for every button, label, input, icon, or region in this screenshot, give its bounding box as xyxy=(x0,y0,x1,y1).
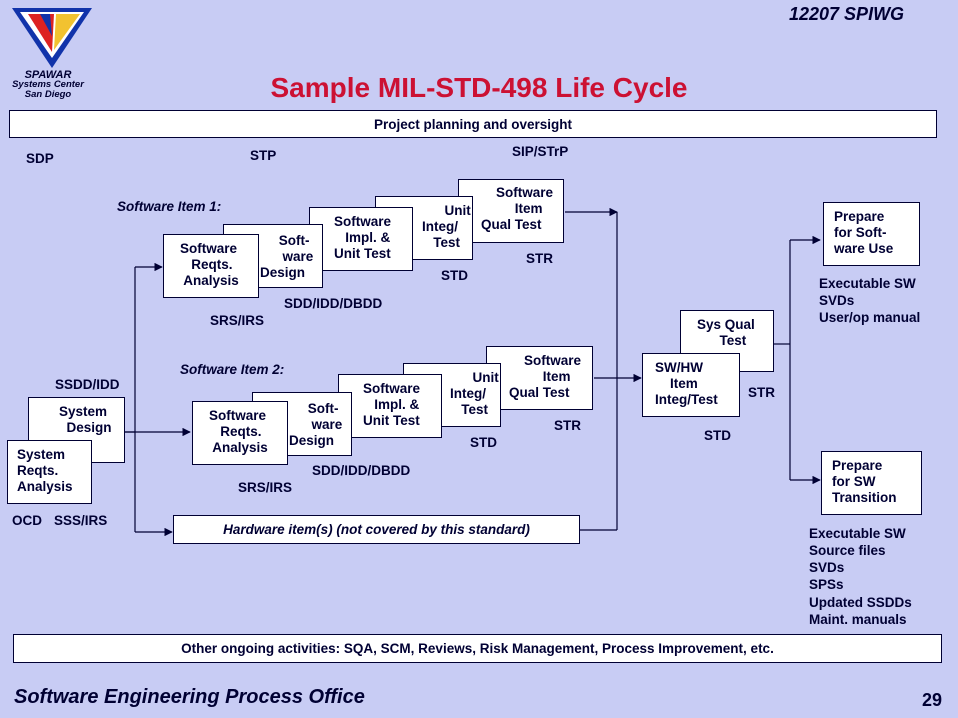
prepare-software-use-label: Prepare for Soft- ware Use xyxy=(834,209,894,256)
sys-qual-test-label: Sys Qual Test xyxy=(697,317,755,348)
use-product-3: User/op manual xyxy=(819,310,921,325)
system-design-label: System Design xyxy=(59,404,112,435)
transition-product-4: SPSs xyxy=(809,577,844,592)
item2-impl-box: Software Impl. & Unit Test xyxy=(338,374,442,438)
swhw-integ-box: SW/HW Item Integ/Test xyxy=(642,353,740,417)
item1-srs-label: SRS/IRS xyxy=(210,313,265,328)
item1-qual-test-box: Software Item Qual Test xyxy=(458,179,564,243)
transition-product-5: Updated SSDDs xyxy=(809,595,912,610)
use-product-2: SVDs xyxy=(819,293,855,308)
item2-qual-test-box: Software Item Qual Test xyxy=(486,346,593,410)
integ-str-label: STR xyxy=(748,385,775,400)
prepare-transition-label: Prepare for SW Transition xyxy=(832,458,897,505)
swhw-integ-label: SW/HW Item Integ/Test xyxy=(655,360,718,407)
item2-impl-label: Software Impl. & Unit Test xyxy=(363,381,421,428)
transition-product-3: SVDs xyxy=(809,560,845,575)
logo-text: SPAWAR Systems Center San Diego xyxy=(8,70,88,100)
item1-reqts-label: Software Reqts. Analysis xyxy=(180,241,239,288)
item1-reqts-box: Software Reqts. Analysis xyxy=(163,234,259,298)
item2-qual-test-label: Software Item Qual Test xyxy=(509,353,582,400)
sip-label: SIP/STrP xyxy=(512,144,569,159)
item1-impl-label: Software Impl. & Unit Test xyxy=(334,214,392,261)
spawar-logo-icon xyxy=(12,8,92,68)
stp-label: STP xyxy=(250,148,277,163)
item2-srs-label: SRS/IRS xyxy=(238,480,293,495)
software-item-1-label: Software Item 1: xyxy=(117,199,222,214)
prepare-transition-box: Prepare for SW Transition xyxy=(821,451,922,515)
prepare-software-use-box: Prepare for Soft- ware Use xyxy=(823,202,920,266)
item1-std-label: STD xyxy=(441,268,468,283)
ocd-label: OCD xyxy=(12,513,42,528)
ongoing-activities-label: Other ongoing activities: SQA, SCM, Revi… xyxy=(181,641,774,656)
logo-line-3: San Diego xyxy=(24,89,72,100)
system-reqts-label: System Reqts. Analysis xyxy=(17,447,73,494)
planning-bar-label: Project planning and oversight xyxy=(373,116,573,132)
footer-office: Software Engineering Process Office xyxy=(14,686,365,708)
ongoing-activities-bar: Other ongoing activities: SQA, SCM, Revi… xyxy=(13,634,942,663)
page-number: 29 xyxy=(922,690,943,710)
item2-unit-integ-label: Unit Integ/ Test xyxy=(450,370,499,417)
item2-reqts-box: Software Reqts. Analysis xyxy=(192,401,288,465)
item1-impl-box: Software Impl. & Unit Test xyxy=(309,207,413,271)
item2-std-label: STD xyxy=(470,435,497,450)
integ-std-label: STD xyxy=(704,428,731,443)
item1-str-label: STR xyxy=(526,251,553,266)
logo-line-2: Systems Center xyxy=(12,79,84,90)
page-title: Sample MIL-STD-498 Life Cycle xyxy=(270,72,688,103)
system-reqts-box: System Reqts. Analysis xyxy=(7,440,92,504)
item1-sdd-label: SDD/IDD/DBDD xyxy=(284,296,383,311)
item1-qual-test-label: Software Item Qual Test xyxy=(481,185,554,232)
transition-product-6: Maint. manuals xyxy=(809,612,907,627)
ssdd-label: SSDD/IDD xyxy=(55,377,120,392)
logo-line-1: SPAWAR xyxy=(24,69,72,81)
item2-str-label: STR xyxy=(554,418,581,433)
item1-design-label: Soft- ware Design xyxy=(260,233,314,280)
sss-label: SSS/IRS xyxy=(54,513,108,528)
software-item-2-label: Software Item 2: xyxy=(180,362,285,377)
item1-unit-integ-label: Unit Integ/ Test xyxy=(422,203,471,250)
planning-bar: Project planning and oversight xyxy=(9,110,937,138)
item2-sdd-label: SDD/IDD/DBDD xyxy=(312,463,411,478)
logo xyxy=(10,6,94,70)
sdp-label: SDP xyxy=(26,151,54,166)
hardware-bar-label: Hardware item(s) (not covered by this st… xyxy=(223,522,530,537)
hardware-bar: Hardware item(s) (not covered by this st… xyxy=(173,515,580,544)
use-product-1: Executable SW xyxy=(819,276,916,291)
item2-reqts-label: Software Reqts. Analysis xyxy=(209,408,268,455)
transition-product-2: Source files xyxy=(809,543,886,558)
item2-design-label: Soft- ware Design xyxy=(289,401,343,448)
transition-product-1: Executable SW xyxy=(809,526,906,541)
org-code: 12207 SPIWG xyxy=(789,4,905,24)
